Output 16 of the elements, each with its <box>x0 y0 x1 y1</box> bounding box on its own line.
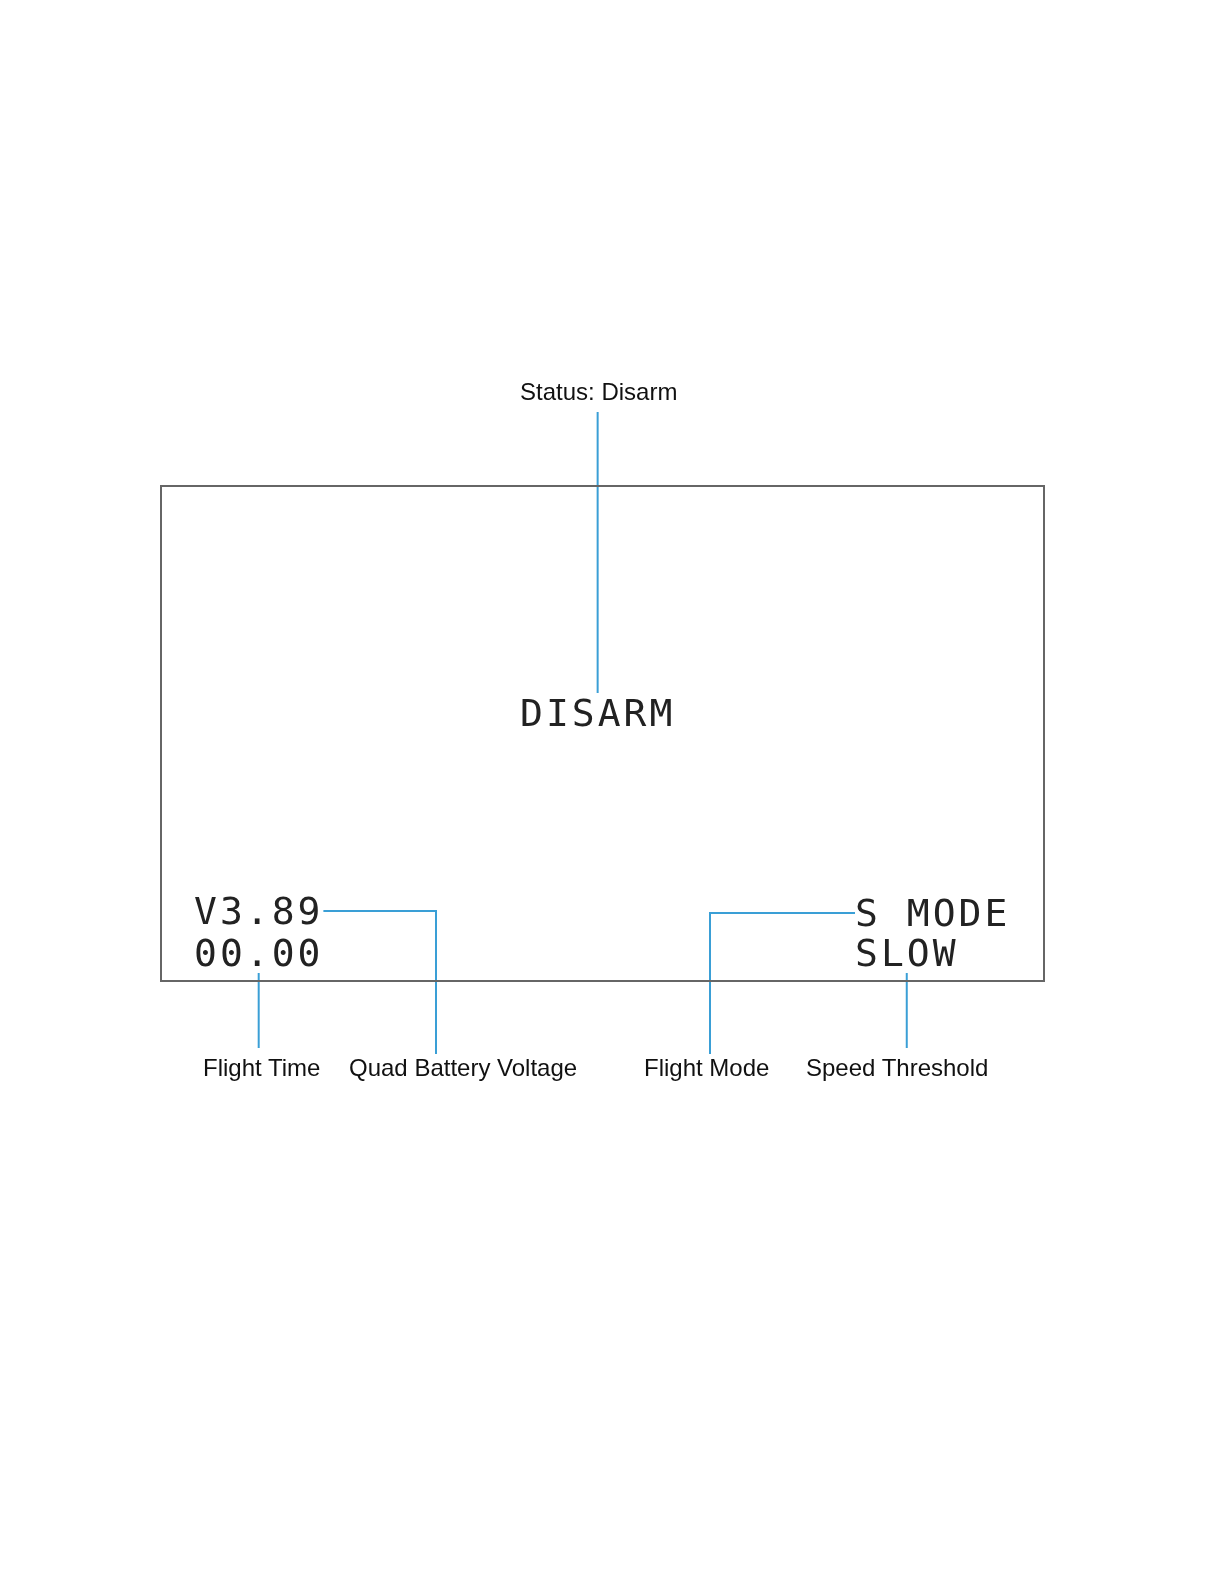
leader-line <box>709 912 856 1055</box>
callout-label: Flight Mode <box>644 1054 770 1082</box>
display-readout: DISARM <box>520 693 676 733</box>
callout-label: Speed Threshold <box>806 1054 989 1082</box>
callout-label: Status: Disarm <box>520 378 678 406</box>
display-readout: SLOW <box>855 933 959 973</box>
display-readout: S MODE <box>855 893 1011 933</box>
leader-line <box>905 972 908 1049</box>
display-readout: 00.00 <box>194 933 324 973</box>
callout-label: Quad Battery Voltage <box>349 1054 578 1082</box>
leader-line <box>596 411 599 694</box>
leader-line <box>257 972 260 1049</box>
callout-label: Flight Time <box>203 1054 321 1082</box>
display-readout: V3.89 <box>194 891 324 931</box>
leader-line <box>322 910 437 1055</box>
screen-frame <box>160 485 1045 982</box>
